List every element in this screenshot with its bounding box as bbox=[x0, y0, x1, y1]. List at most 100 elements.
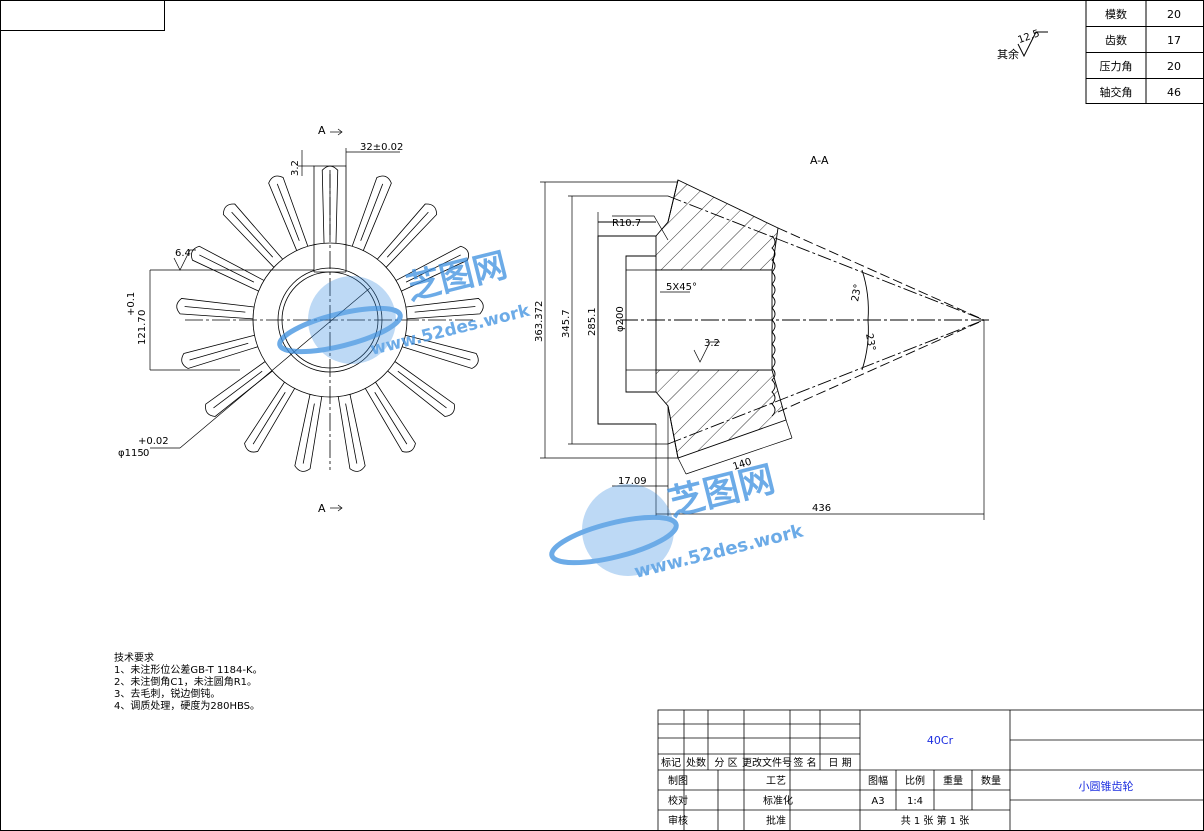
gear-tooth-centerline bbox=[276, 183, 300, 241]
gear-tooth bbox=[377, 203, 438, 268]
dim-bore-tol-up: +0.02 bbox=[138, 436, 169, 447]
tb-standard: 标准化 bbox=[763, 794, 793, 807]
tb-row-label-0: 制图 bbox=[668, 774, 688, 787]
tb-size-value: A3 bbox=[871, 796, 884, 807]
tb-rev-header-1: 处数 bbox=[686, 756, 706, 769]
gear-tooth-centerline bbox=[199, 254, 255, 283]
tb-approve: 批准 bbox=[766, 814, 786, 827]
watermark-globe-icon-2 bbox=[582, 484, 674, 576]
param-table bbox=[1085, 0, 1204, 104]
dim-fillet: R10.7 bbox=[612, 218, 641, 229]
gear-tooth bbox=[244, 381, 296, 453]
section-mark-bottom: A bbox=[318, 502, 326, 515]
gear-tooth-centerline bbox=[252, 392, 286, 445]
section-dim-lines bbox=[540, 181, 985, 520]
front-dim-lines bbox=[149, 128, 400, 512]
dim-bore-tol-low: 0 bbox=[143, 448, 149, 459]
gear-tooth-centerline bbox=[386, 211, 429, 258]
gear-tooth-centerline bbox=[414, 306, 476, 313]
param-value-1: 17 bbox=[1167, 34, 1181, 47]
dim-key-height: 121.7 bbox=[137, 316, 148, 345]
param-name-2: 压力角 bbox=[1100, 60, 1133, 73]
watermark-1: 芝图网 www.52des.work bbox=[277, 245, 533, 364]
watermark-globe-icon bbox=[308, 276, 396, 364]
dim-outer-dia: 363.372 bbox=[534, 301, 545, 342]
tb-row-label-2: 审核 bbox=[668, 814, 688, 827]
gear-tooth bbox=[351, 175, 392, 251]
tech-title: 技术要求 bbox=[114, 651, 154, 664]
tb-part-name: 小圆锥齿轮 bbox=[1079, 779, 1134, 793]
tb-rev-header-2: 分 区 bbox=[714, 757, 737, 769]
dim-dia-3: 285.1 bbox=[587, 307, 598, 336]
watermark-brand-2: 芝图网 bbox=[664, 459, 779, 525]
tech-item-3: 4、调质处理，硬度为280HBS。 bbox=[114, 699, 260, 712]
gear-tooth bbox=[387, 361, 455, 417]
gear-front-view bbox=[176, 165, 484, 472]
gear-tooth bbox=[364, 381, 416, 453]
param-name-0: 模数 bbox=[1105, 8, 1127, 21]
param-name-1: 齿数 bbox=[1105, 34, 1127, 47]
param-value-3: 46 bbox=[1167, 86, 1181, 99]
gear-tooth bbox=[268, 175, 309, 251]
dim-dia-2: 345.7 bbox=[561, 309, 572, 338]
dim-keyway-depth: 3.2 bbox=[290, 160, 301, 176]
dim-key-height-tol-low: 0 bbox=[137, 310, 148, 316]
gear-tooth bbox=[191, 245, 265, 292]
gear-tooth-centerline bbox=[374, 392, 408, 445]
title-block-grid bbox=[657, 709, 1204, 831]
gear-tooth bbox=[337, 394, 366, 472]
param-value-0: 20 bbox=[1167, 8, 1181, 21]
tb-rev-header-3: 更改文件号 bbox=[742, 756, 792, 769]
dim-angle-2: 23° bbox=[863, 333, 877, 352]
tech-item-1: 2、未注倒角C1，未注圆角R1。 bbox=[114, 675, 257, 688]
gear-tooth bbox=[405, 298, 484, 320]
tb-qty-label: 数量 bbox=[981, 774, 1001, 787]
dim-bore-dia: φ115 bbox=[118, 448, 144, 459]
dim-bore: φ200 bbox=[615, 306, 626, 332]
tb-rev-header-5: 日 期 bbox=[828, 757, 851, 769]
section-mark-top: A bbox=[318, 124, 326, 137]
tb-size-label: 图幅 bbox=[868, 774, 888, 787]
dim-keyway-width: 32±0.02 bbox=[360, 142, 403, 153]
gear-tooth-centerline bbox=[345, 403, 358, 464]
tech-item-0: 1、未注形位公差GB-T 1184-K。 bbox=[114, 663, 263, 676]
gear-tooth-centerline bbox=[189, 342, 249, 361]
tb-rev-header-0: 标记 bbox=[661, 757, 681, 769]
dim-cone-distance: 436 bbox=[812, 503, 831, 514]
tb-row-label-1: 校对 bbox=[668, 794, 688, 807]
dim-left-roughness: 6.4 bbox=[175, 248, 191, 259]
param-value-2: 20 bbox=[1167, 60, 1181, 73]
roughness-value: 12.5 bbox=[1017, 28, 1042, 46]
corner-box bbox=[0, 0, 165, 31]
section-title: A-A bbox=[810, 154, 829, 167]
roughness-symbol bbox=[1017, 31, 1048, 58]
gear-tooth-centerline bbox=[360, 183, 384, 241]
gear-tooth bbox=[294, 394, 323, 472]
param-name-3: 轴交角 bbox=[1100, 85, 1133, 99]
tb-scale-label: 比例 bbox=[905, 774, 925, 787]
roughness-label: 其余 bbox=[997, 47, 1019, 61]
tech-item-2: 3、去毛刺，锐边倒钝。 bbox=[114, 687, 220, 700]
gear-tooth-centerline bbox=[397, 370, 447, 409]
watermark-2: 芝图网 www.52des.work bbox=[549, 459, 806, 583]
tb-sheets: 共 1 张 第 1 张 bbox=[901, 814, 970, 827]
dim-offset: 17.09 bbox=[618, 476, 647, 487]
gear-tooth bbox=[402, 334, 479, 369]
gear-tooth-centerline bbox=[411, 342, 471, 361]
gear-tooth bbox=[176, 298, 255, 320]
gear-tooth bbox=[222, 203, 283, 268]
gear-tooth bbox=[205, 361, 273, 417]
gear-tooth-centerline bbox=[213, 370, 263, 409]
tb-rev-header-4: 签 名 bbox=[793, 756, 816, 769]
tb-process: 工艺 bbox=[766, 775, 786, 787]
gear-tooth-centerline bbox=[184, 306, 246, 313]
gear-tooth bbox=[395, 245, 469, 292]
dim-angle-1: 23° bbox=[850, 283, 864, 302]
tb-weight-label: 重量 bbox=[943, 774, 963, 787]
watermark-brand-1: 芝图网 bbox=[403, 245, 512, 308]
dim-roughness: 3.2 bbox=[704, 338, 720, 349]
gear-tooth-centerline bbox=[302, 403, 315, 464]
gear-tooth bbox=[181, 334, 258, 369]
dim-chamfer: 5X45° bbox=[666, 282, 697, 293]
